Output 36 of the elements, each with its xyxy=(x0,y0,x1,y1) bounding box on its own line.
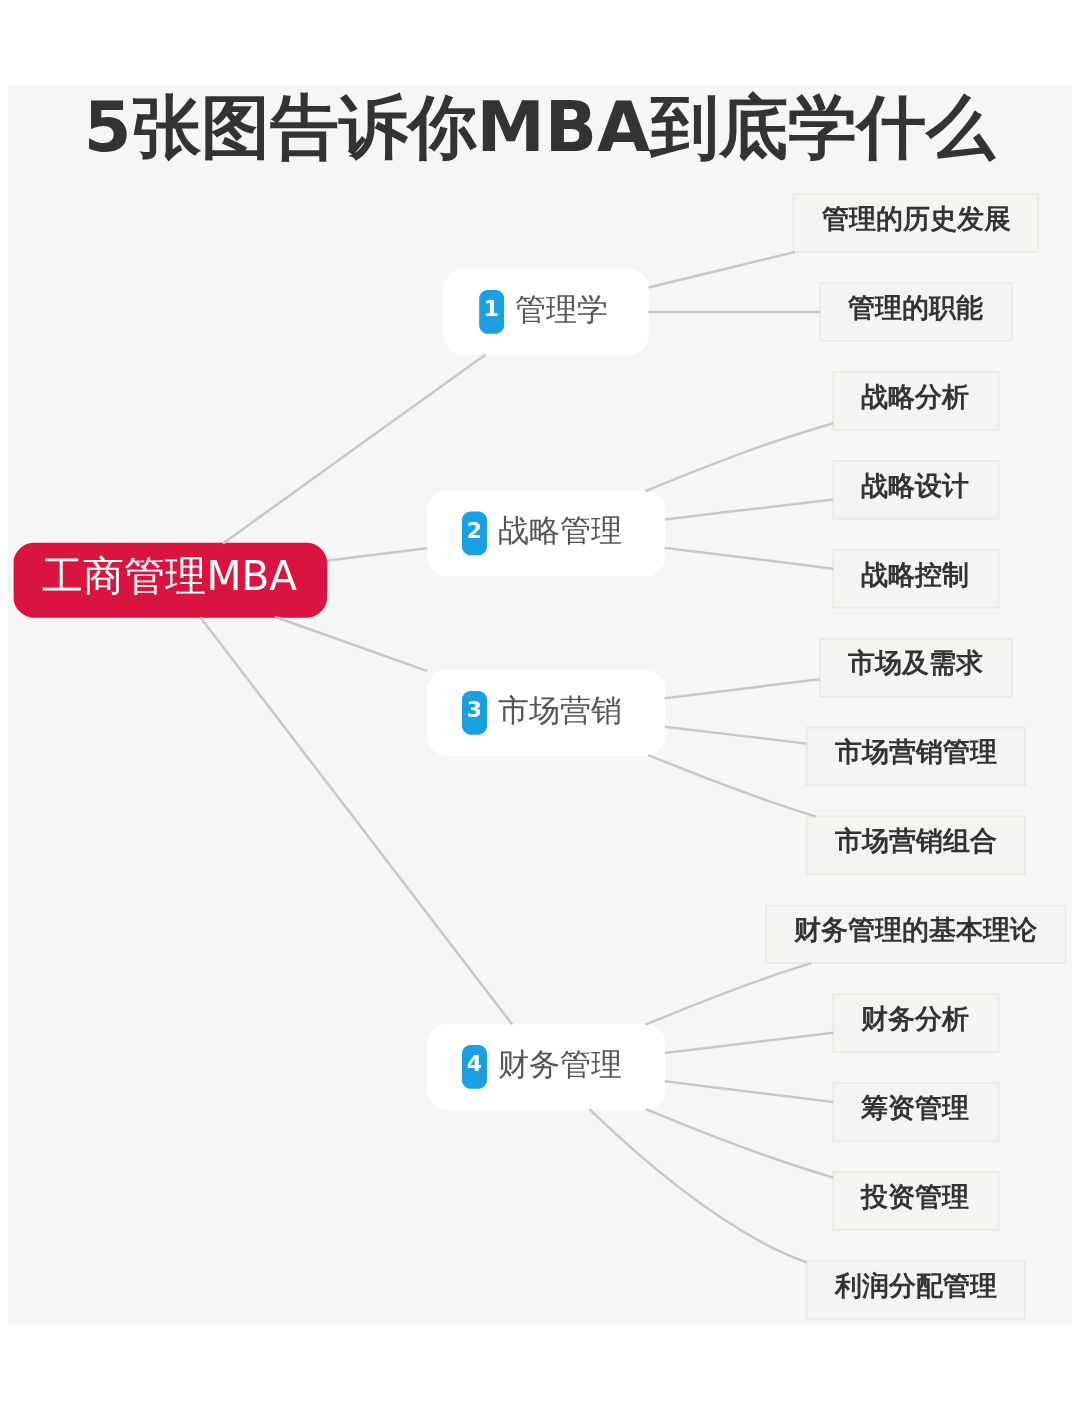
connector xyxy=(326,546,428,563)
node-box: 财务管理的基本理论 xyxy=(765,904,1067,964)
node-box: 4 财务管理 xyxy=(426,1023,666,1110)
connector xyxy=(664,1031,834,1055)
node-box: 市场营销组合 xyxy=(805,815,1026,875)
connector xyxy=(222,353,487,545)
node-box: 1 管理学 xyxy=(443,269,650,355)
node-box: 战略分析 xyxy=(832,371,1000,431)
connector xyxy=(644,961,812,1026)
connector xyxy=(664,725,807,745)
node-box: 3 市场营销 xyxy=(426,669,666,756)
node-box: 管理的历史发展 xyxy=(792,193,1040,253)
connector xyxy=(647,753,816,818)
node-box: 战略控制 xyxy=(832,549,1000,609)
diagram-title: 5张图告诉你MBA到底学什么 xyxy=(83,86,996,167)
connector xyxy=(588,1108,808,1264)
connector xyxy=(645,1107,834,1179)
node-box: 管理的职能 xyxy=(819,282,1013,342)
connector xyxy=(648,310,820,314)
connector xyxy=(648,250,796,289)
node-box: 财务分析 xyxy=(832,993,1000,1053)
node-box: 市场营销管理 xyxy=(805,726,1026,787)
connector xyxy=(644,422,834,493)
node-box: 筹资管理 xyxy=(832,1082,1000,1142)
connector xyxy=(664,546,834,570)
node-box: 市场及需求 xyxy=(819,637,1013,698)
connector xyxy=(274,615,428,673)
node-box: 投资管理 xyxy=(832,1171,1000,1231)
connector xyxy=(664,678,821,700)
node-box: 2 战略管理 xyxy=(426,490,666,577)
node-box: 工商管理MBA xyxy=(13,542,328,618)
connector xyxy=(664,498,834,521)
connector xyxy=(664,1080,834,1104)
node-box: 利润分配管理 xyxy=(805,1260,1026,1320)
connector xyxy=(199,616,514,1026)
node-box: 战略设计 xyxy=(832,460,1000,520)
